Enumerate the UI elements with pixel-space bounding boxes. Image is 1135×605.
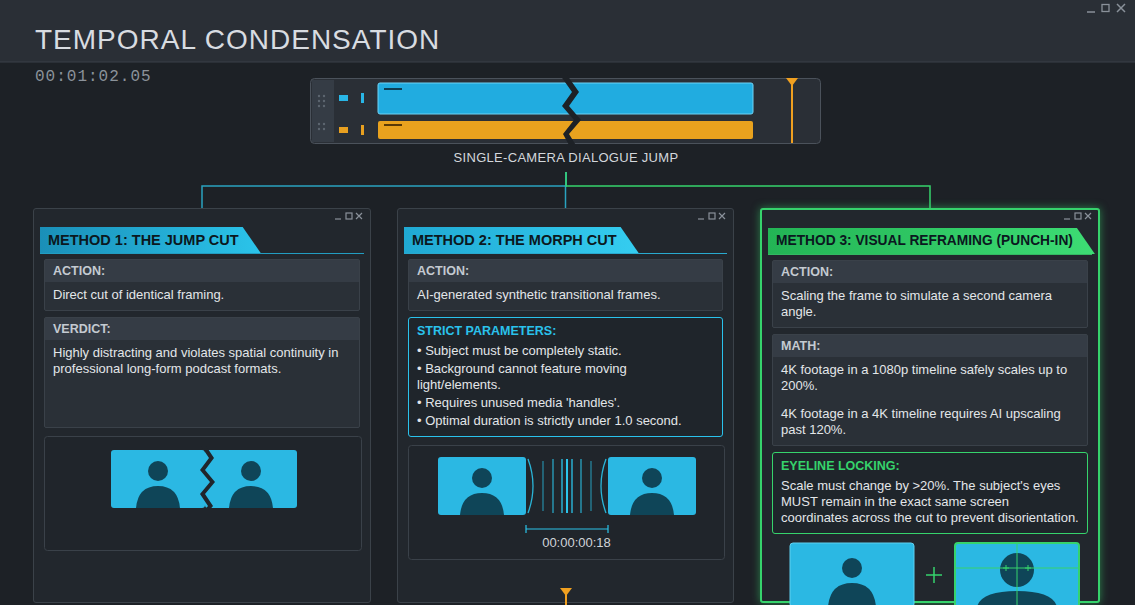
box-text: Highly distracting and violates spatial …: [45, 340, 359, 384]
duration-label: 00:00:00:18: [542, 535, 611, 550]
box-heading: ACTION:: [45, 260, 359, 282]
box-heading: ACTION:: [773, 261, 1087, 283]
box-text: AI-generated synthetic transitional fram…: [409, 282, 722, 310]
connector: [565, 172, 567, 208]
bullet-item: Scale must change by >20%. The subject's…: [773, 477, 1087, 533]
punch-in-illustration: [772, 542, 1092, 605]
connector: [566, 172, 930, 208]
info-box: VERDICT:Highly distracting and violates …: [44, 317, 360, 428]
method-panel: METHOD 3: VISUAL REFRAMING (PUNCH-IN) ACT…: [760, 208, 1100, 603]
top-bar: [0, 0, 1135, 62]
bottom-playhead: [560, 588, 572, 605]
info-box: MATH:4K footage in a 1080p timeline safe…: [772, 334, 1088, 446]
box-heading: MATH:: [773, 335, 1087, 357]
box-heading: VERDICT:: [45, 318, 359, 340]
page-title: TEMPORAL CONDENSATION: [35, 24, 440, 56]
method-panel: METHOD 1: THE JUMP CUT ACTION:Direct cut …: [33, 208, 371, 603]
box-text: Scaling the frame to simulate a second c…: [773, 283, 1087, 327]
jump-cut-illustration: [44, 436, 362, 551]
box-heading: EYELINE LOCKING:: [773, 453, 1087, 477]
bullet-item: • Background cannot feature moving light…: [409, 360, 722, 394]
bullet-item: • Requires unused media 'handles'.: [409, 394, 722, 412]
box-text: 4K footage in a 4K timeline requires AI …: [773, 401, 1087, 445]
timeline-strip-graphic: [311, 75, 821, 147]
timeline-strip: SINGLE-CAMERA DIALOGUE JUMP: [310, 78, 822, 172]
panel-heading: METHOD 1: THE JUMP CUT: [40, 227, 261, 253]
info-box: ACTION:AI-generated synthetic transition…: [408, 259, 723, 311]
timecode: 00:01:02.05: [35, 68, 152, 86]
method-panel: METHOD 2: THE MORPH CUT ACTION:AI-generat…: [397, 208, 734, 603]
connector: [202, 172, 566, 208]
box-text: Direct cut of identical framing.: [45, 282, 359, 310]
box-heading: STRICT PARAMETERS:: [409, 318, 722, 342]
bullet-item: • Subject must be completely static.: [409, 342, 722, 360]
box-heading: ACTION:: [409, 260, 722, 282]
info-box: ACTION:Direct cut of identical framing.: [44, 259, 360, 311]
parameter-box: EYELINE LOCKING:Scale must change by >20…: [772, 452, 1088, 534]
panel-heading: METHOD 3: VISUAL REFRAMING (PUNCH-IN): [768, 228, 1095, 254]
strip-label: SINGLE-CAMERA DIALOGUE JUMP: [310, 150, 822, 165]
bullet-item: • Optimal duration is strictly under 1.0…: [409, 412, 722, 436]
panel-heading: METHOD 2: THE MORPH CUT: [404, 227, 639, 253]
panel-window-controls: [335, 213, 1091, 219]
info-box: ACTION:Scaling the frame to simulate a s…: [772, 260, 1088, 328]
parameter-box: STRICT PARAMETERS:• Subject must be comp…: [408, 317, 723, 437]
box-text: 4K footage in a 1080p timeline safely sc…: [773, 357, 1087, 401]
